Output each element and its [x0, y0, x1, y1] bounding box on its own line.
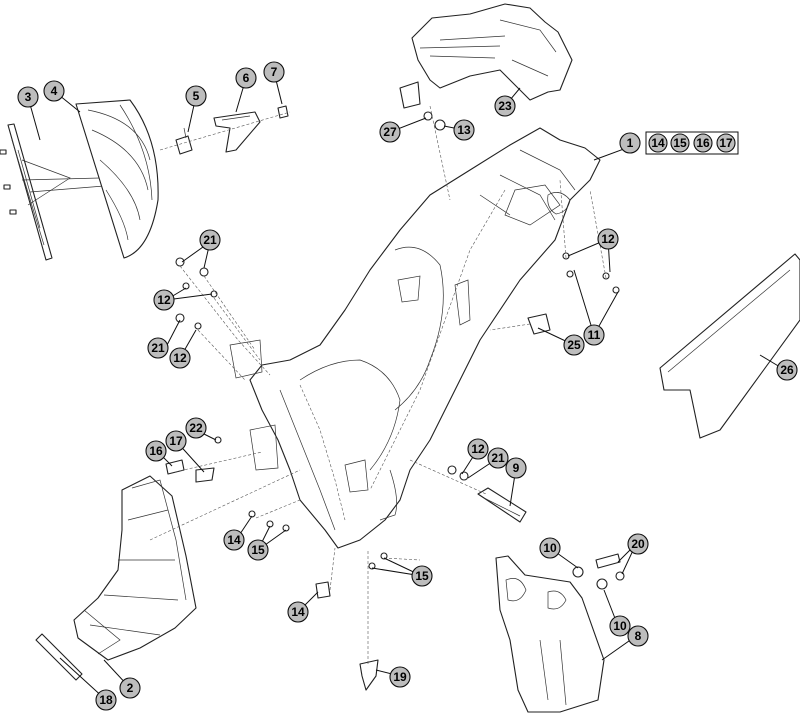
part-small-fasteners	[165, 252, 620, 599]
svg-text:14: 14	[651, 136, 665, 150]
callout-15-left: 15	[247, 539, 269, 561]
callout-27: 27	[379, 121, 401, 143]
callout-6: 6	[235, 67, 257, 89]
svg-text:14: 14	[291, 605, 305, 619]
callout-9: 9	[505, 457, 527, 479]
callout-21-left: 21	[147, 337, 169, 359]
part-bolts-20-10	[572, 553, 625, 590]
kit-14: 14	[648, 133, 668, 153]
kit-box	[645, 131, 739, 155]
svg-text:25: 25	[567, 338, 581, 352]
callout-14-left: 14	[223, 529, 245, 551]
callout-20: 20	[627, 533, 649, 555]
callout-13: 13	[453, 119, 475, 141]
part-clamp-18	[35, 633, 83, 681]
svg-text:12: 12	[471, 442, 485, 456]
kit-15: 15	[670, 133, 690, 153]
callout-25: 25	[563, 334, 585, 356]
part-bracket-6	[213, 111, 261, 153]
callout-21-mid: 21	[487, 447, 509, 469]
svg-text:20: 20	[631, 537, 645, 551]
callout-12-right: 12	[597, 228, 619, 250]
svg-text:14: 14	[227, 533, 241, 547]
part-rivet-19	[359, 659, 379, 691]
svg-text:21: 21	[151, 341, 165, 355]
callout-18: 18	[95, 689, 117, 711]
part-rubber-9	[447, 465, 527, 523]
callout-26: 26	[776, 359, 798, 381]
callout-1: 1	[619, 132, 641, 154]
part-screw-5	[175, 127, 193, 155]
part-rear-bracket	[399, 3, 573, 131]
svg-text:4: 4	[51, 84, 58, 98]
part-headlight-bowl	[75, 99, 159, 259]
assembly-lines	[149, 105, 607, 664]
svg-text:19: 19	[393, 670, 407, 684]
svg-text:15: 15	[415, 569, 429, 583]
callout-14-bottom: 14	[287, 601, 309, 623]
callout-3: 3	[17, 86, 39, 108]
svg-text:3: 3	[25, 90, 32, 104]
kit-17: 17	[716, 133, 736, 153]
svg-text:6: 6	[243, 71, 250, 85]
callout-12-mid: 12	[467, 438, 489, 460]
callout-15-center: 15	[411, 565, 433, 587]
callout-8: 8	[627, 625, 649, 647]
callout-12-left: 12	[153, 289, 175, 311]
callout-16: 16	[145, 440, 167, 462]
callout-19: 19	[389, 666, 411, 688]
part-clip-7	[277, 105, 289, 119]
svg-text:15: 15	[251, 543, 265, 557]
svg-text:10: 10	[613, 619, 627, 633]
svg-text:9: 9	[513, 461, 520, 475]
svg-text:11: 11	[588, 328, 601, 342]
svg-text:17: 17	[169, 434, 183, 448]
part-bracket-25	[527, 313, 551, 335]
callout-4: 4	[43, 80, 65, 102]
svg-text:10: 10	[543, 541, 557, 555]
svg-text:16: 16	[696, 136, 710, 150]
callout-22: 22	[185, 417, 207, 439]
svg-text:2: 2	[127, 681, 134, 695]
svg-text:7: 7	[271, 65, 278, 79]
part-headlight-base	[0, 123, 105, 261]
svg-text:1: 1	[627, 136, 634, 150]
callout-2: 2	[119, 677, 141, 699]
part-mudguard	[495, 555, 605, 713]
part-air-boot	[73, 475, 197, 661]
callout-23: 23	[494, 95, 516, 117]
callout-10-top: 10	[539, 537, 561, 559]
svg-text:5: 5	[193, 89, 200, 103]
svg-text:12: 12	[173, 351, 187, 365]
svg-text:12: 12	[601, 232, 615, 246]
svg-text:17: 17	[719, 136, 733, 150]
svg-text:23: 23	[498, 99, 512, 113]
part-main-frame	[229, 127, 601, 549]
svg-text:18: 18	[99, 693, 113, 707]
svg-text:16: 16	[149, 444, 163, 458]
callout-7: 7	[263, 61, 285, 83]
svg-text:27: 27	[383, 125, 397, 139]
svg-text:8: 8	[635, 629, 642, 643]
svg-text:13: 13	[457, 123, 471, 137]
svg-text:21: 21	[203, 233, 217, 247]
part-side-panel	[659, 253, 800, 439]
callout-12-lower: 12	[169, 347, 191, 369]
callout-10-bottom: 10	[609, 615, 631, 637]
svg-text:21: 21	[491, 451, 505, 465]
svg-text:26: 26	[780, 363, 794, 377]
callout-5: 5	[185, 85, 207, 107]
svg-text:15: 15	[673, 136, 687, 150]
kit-16: 16	[693, 133, 713, 153]
callout-11: 11	[583, 324, 605, 346]
svg-text:22: 22	[189, 421, 203, 435]
callout-21-top: 21	[199, 229, 221, 251]
callout-17: 17	[165, 430, 187, 452]
svg-text:12: 12	[157, 293, 171, 307]
